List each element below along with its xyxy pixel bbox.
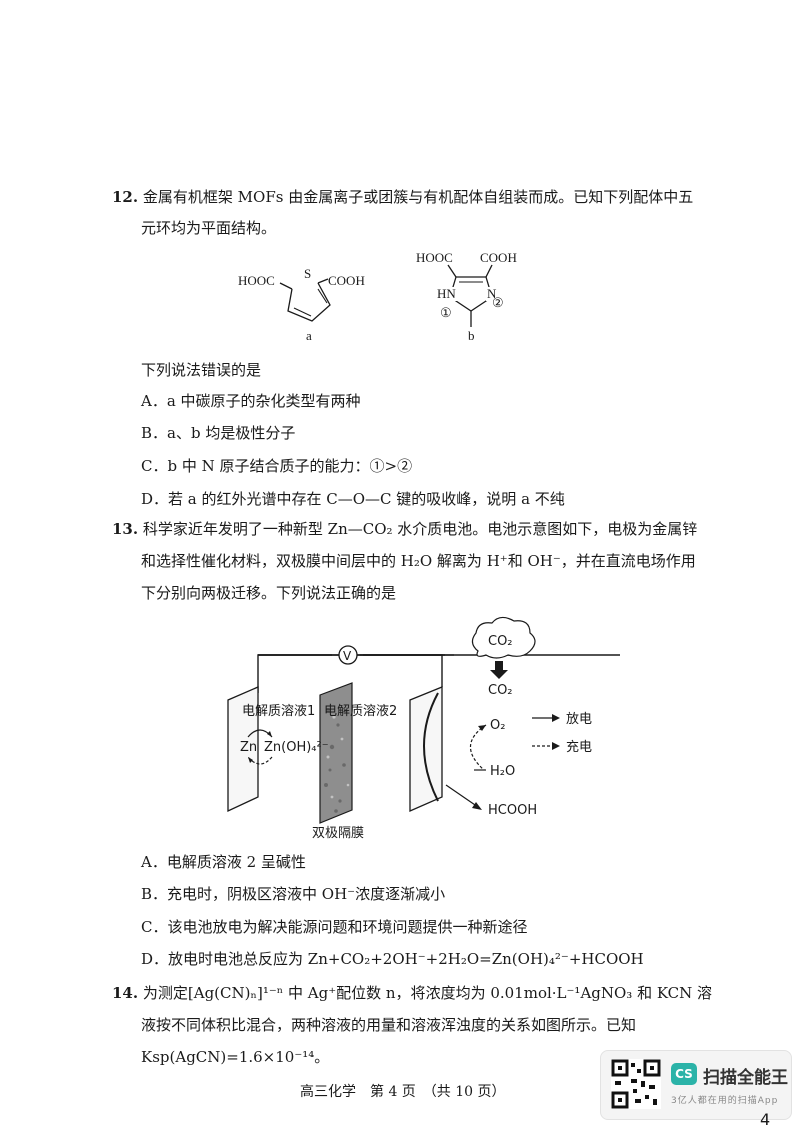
down-arrow-icon (490, 670, 508, 679)
struct-b-left-group: HOOC (416, 250, 453, 265)
hcooh-label: HCOOH (488, 803, 537, 818)
zn-oh-label: Zn(OH)₄²⁻ (264, 740, 329, 755)
struct-b-nh: HN (437, 286, 456, 301)
zn-electrode (227, 686, 259, 813)
electrolyte1-label: 电解质溶液1 (242, 704, 315, 719)
cloud-co2-label: CO₂ (488, 634, 513, 649)
q13-stem-line3: 下分别向两极迁移。下列说法正确的是 (141, 584, 397, 602)
q14-stem-line1: 14. 为测定[Ag(CN)ₙ]¹⁻ⁿ 中 Ag⁺配位数 n，将浓度均为 0.0… (112, 983, 712, 1003)
q13-option-b: B．充电时，阴极区溶液中 OH⁻浓度逐渐减小 (141, 885, 446, 903)
cloud-icon (471, 616, 536, 659)
q13-option-a: A．电解质溶液 2 呈碱性 (141, 853, 306, 871)
struct-b-right-group: COOH (480, 250, 517, 265)
q12-option-d: D．若 a 的红外光谱中存在 C—O—C 键的吸收峰，说明 a 不纯 (141, 490, 565, 508)
co2-in-label: CO₂ (488, 683, 513, 698)
q14-stem-line2: 液按不同体积比混合，两种溶液的用量和溶液浑浊度的关系如图所示。已知 (141, 1016, 637, 1034)
q13-stem-line2: 和选择性催化材料，双极膜中间层中的 H₂O 解离为 H⁺和 OH⁻，并在直流电场… (141, 552, 696, 570)
scanner-title: 扫描全能王 (703, 1068, 788, 1088)
qr-code-icon (611, 1059, 661, 1109)
q14-number: 14. (112, 984, 139, 1002)
voltmeter-label: V (343, 649, 352, 663)
struct-b-circle2: ② (492, 295, 504, 310)
voltmeter-icon (338, 645, 358, 665)
bipolar-membrane (319, 682, 353, 824)
zn-label: Zn (240, 740, 257, 755)
q13-stem-text: 科学家近年发明了一种新型 Zn—CO₂ 水介质电池。电池示意图如下，电极为金属锌 (142, 520, 698, 538)
struct-b-label: b (468, 328, 475, 343)
struct-a-hetero: S (304, 266, 311, 281)
struct-a-label: a (306, 328, 312, 343)
q12-option-c: C．b 中 N 原子结合质子的能力：①>② (141, 457, 413, 475)
q12-stem-line1: 12. 金属有机框架 MOFs 由金属离子或团簇与有机配体自组装而成。已知下列配… (112, 187, 693, 207)
struct-b-n: N (487, 286, 497, 301)
corner-page-number: 4 (760, 1110, 771, 1129)
q13-option-c: C．该电池放电为解决能源问题和环境问题提供一种新途径 (141, 918, 528, 936)
q13-stem-line1: 13. 科学家近年发明了一种新型 Zn—CO₂ 水介质电池。电池示意图如下，电极… (112, 519, 697, 539)
battery-diagram: V 电解质溶液1 电解质溶液2 Zn Zn(OH)₄²⁻ CO₂ CO₂ O₂ … (227, 616, 620, 840)
struct-a-left-group: HOOC (238, 273, 275, 288)
q14-stem-text: 为测定[Ag(CN)ₙ]¹⁻ⁿ 中 Ag⁺配位数 n，将浓度均为 0.01mol… (142, 984, 713, 1002)
q13-number: 13. (112, 520, 139, 538)
q12-number: 12. (112, 188, 139, 206)
q12-option-a: A．a 中碳原子的杂化类型有两种 (141, 392, 361, 410)
h2o-label: H₂O (490, 764, 515, 779)
q12-option-b: B．a、b 均是极性分子 (141, 424, 296, 442)
scanner-watermark: CS 扫描全能王 3亿人都在用的扫描App (600, 1050, 792, 1120)
electrolyte2-label: 电解质溶液2 (324, 704, 397, 719)
membrane-label: 双极隔膜 (312, 826, 364, 840)
q12-stem-line2: 元环均为平面结构。 (141, 219, 277, 237)
q14-stem-line3: Ksp(AgCN)=1.6×10⁻¹⁴。 (141, 1048, 330, 1066)
scanner-subtitle: 3亿人都在用的扫描App (671, 1096, 779, 1106)
q12-stem-text: 金属有机框架 MOFs 由金属离子或团簇与有机配体自组装而成。已知下列配体中五 (142, 188, 694, 206)
catalyst-electrode (409, 686, 443, 812)
legend-discharge: 放电 (566, 712, 592, 727)
page-footer: 高三化学 第 4 页 （共 10 页） (300, 1084, 506, 1100)
structure-b: HOOC COOH HN N ① ② b (416, 250, 517, 343)
q13-option-d: D．放电时电池总反应为 Zn+CO₂+2OH⁻+2H₂O=Zn(OH)₄²⁻+H… (141, 950, 644, 968)
o2-label: O₂ (490, 718, 505, 733)
structure-a: HOOC COOH S a (238, 266, 365, 343)
struct-a-right-group: COOH (328, 273, 365, 288)
q12-prompt: 下列说法错误的是 (141, 361, 262, 379)
struct-b-circle1: ① (440, 305, 452, 320)
cs-logo-icon: CS (671, 1063, 697, 1085)
legend-charge: 充电 (566, 739, 592, 755)
q12-structures: HOOC COOH S a HOOC COOH HN N ① ② b (238, 250, 517, 343)
